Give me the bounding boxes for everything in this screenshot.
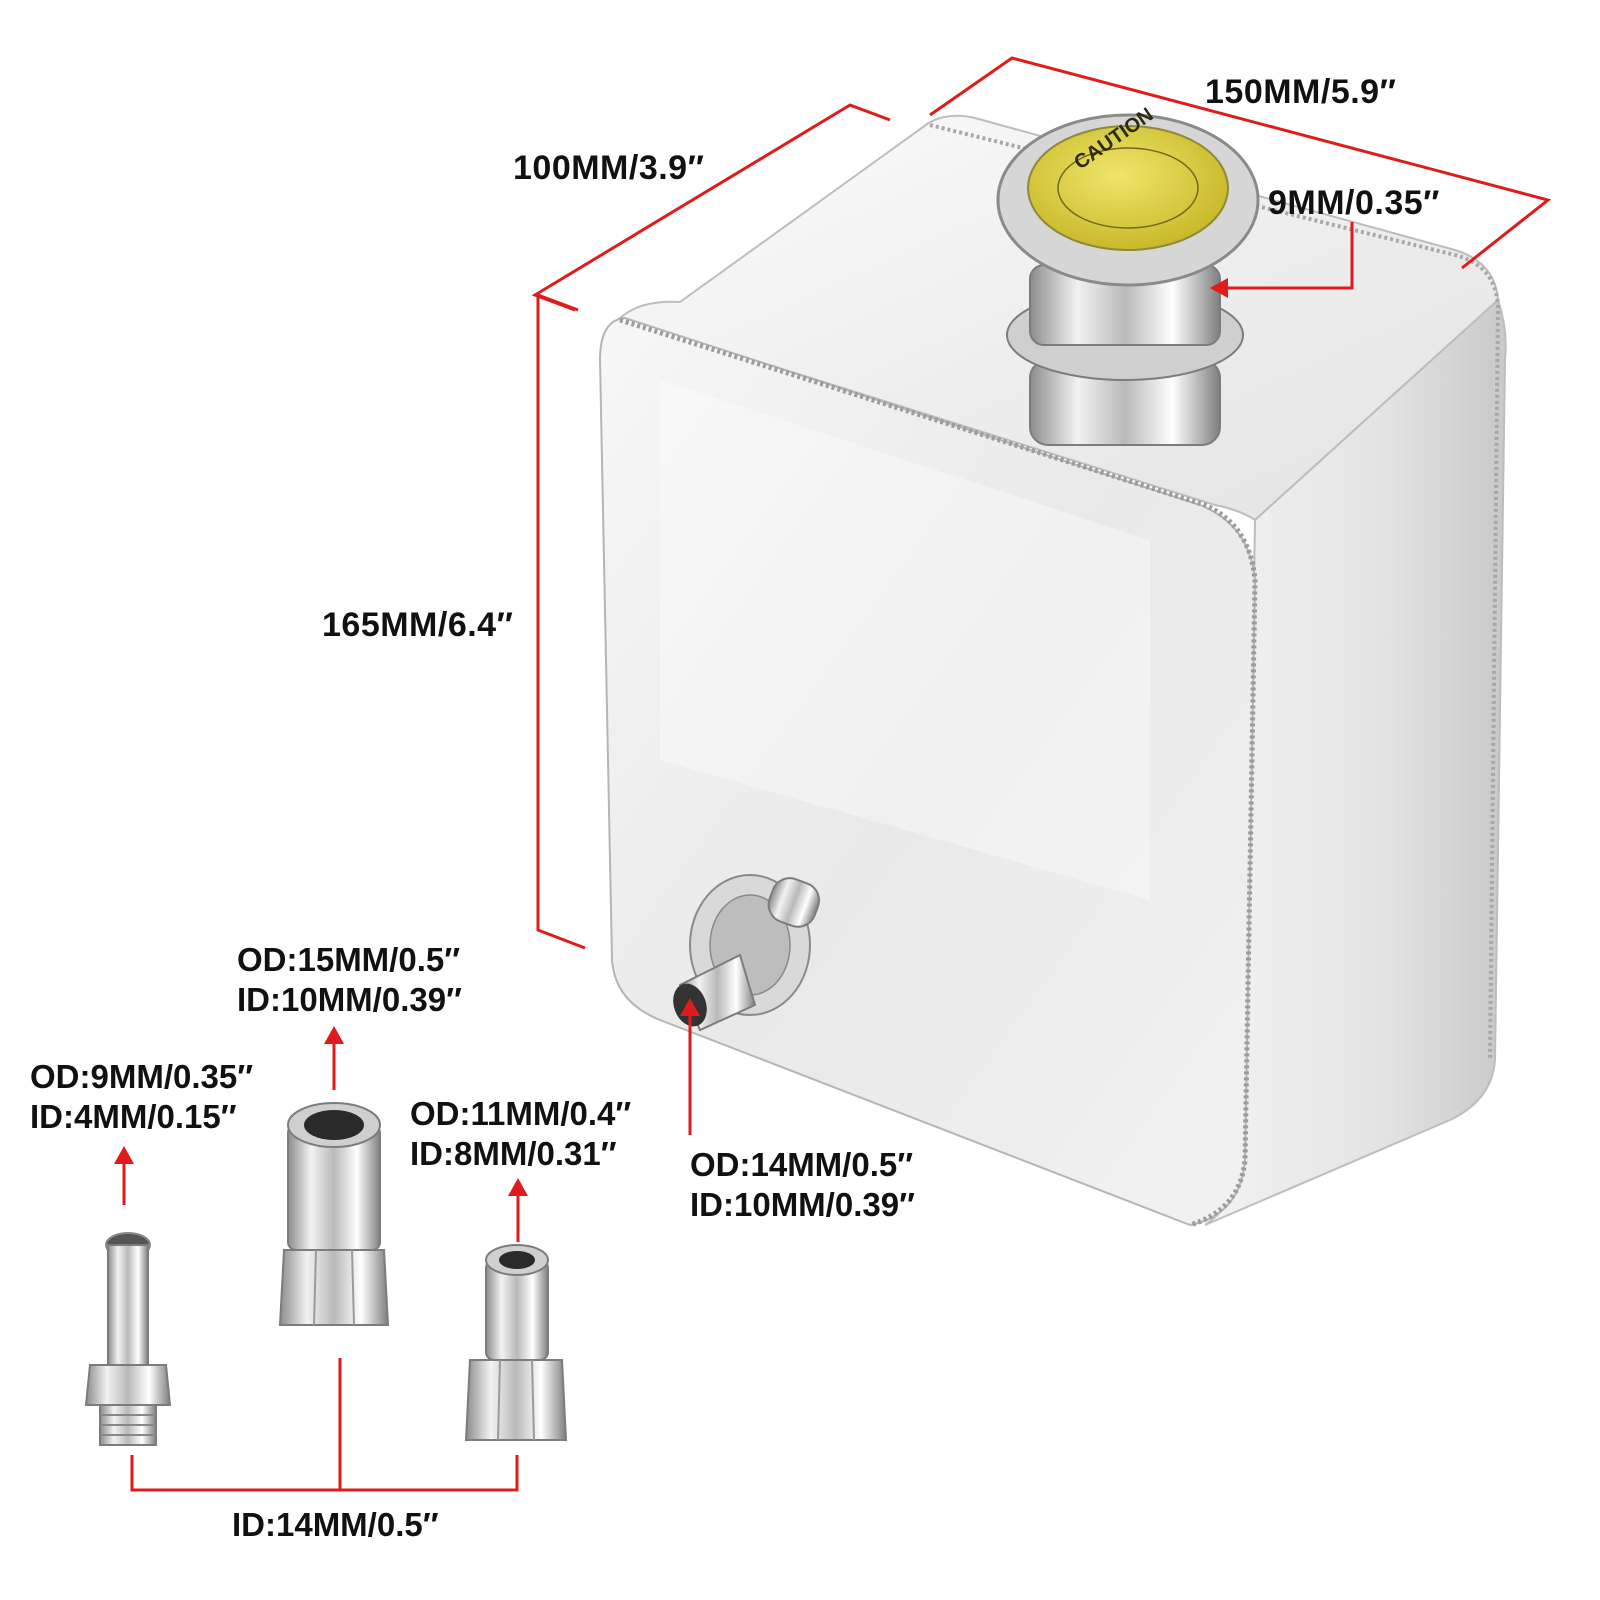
cap-port-leader	[1222, 222, 1354, 290]
small-fitting-spec: OD:9MM/0.35″ ID:4MM/0.15″	[30, 1057, 253, 1137]
tank-weld-seam	[619, 317, 1258, 1228]
height-label: 165MM/6.4″	[322, 606, 514, 644]
large-fitting-spec: OD:15MM/0.5″ ID:10MM/0.39″	[237, 940, 462, 1020]
fitting-medium	[464, 1244, 568, 1441]
fitting-small	[84, 1232, 172, 1446]
large-fitting-arrowhead	[324, 1026, 344, 1044]
depth-label: 100MM/3.9″	[513, 149, 705, 187]
tank-weld-seam-top	[929, 123, 1501, 1061]
small-fitting-arrowhead	[114, 1146, 134, 1164]
tank-outlet-fitting	[673, 874, 821, 1032]
medium-fitting-od: OD:11MM/0.4″	[410, 1095, 632, 1132]
large-fitting-od: OD:15MM/0.5″	[237, 941, 461, 978]
dimension-arrowheads	[114, 278, 1228, 1196]
fitting-large	[278, 1102, 390, 1326]
cap-port-label: 9MM/0.35″	[1268, 184, 1440, 222]
medium-fitting-id: ID:8MM/0.31″	[410, 1135, 617, 1172]
medium-fitting-arrowhead	[508, 1178, 528, 1196]
radiator-cap: CAUTION	[996, 104, 1260, 446]
medium-fitting-spec: OD:11MM/0.4″ ID:8MM/0.31″	[410, 1094, 631, 1174]
outlet-od: OD:14MM/0.5″	[690, 1146, 914, 1183]
large-fitting-id: ID:10MM/0.39″	[237, 981, 462, 1018]
thread-spec: ID:14MM/0.5″	[232, 1506, 439, 1543]
outlet-arrowhead	[680, 998, 700, 1016]
small-fitting-od: OD:9MM/0.35″	[30, 1058, 254, 1095]
dimension-lines	[122, 56, 1552, 1492]
outlet-id: ID:10MM/0.39″	[690, 1186, 915, 1223]
width-label: 150MM/5.9″	[1205, 73, 1397, 111]
thread-bracket	[130, 1455, 519, 1492]
width-dimension-line	[929, 56, 1552, 270]
cap-port-arrowhead	[1210, 278, 1228, 298]
small-fitting-id: ID:4MM/0.15″	[30, 1098, 237, 1135]
outlet-spec: OD:14MM/0.5″ ID:10MM/0.39″	[690, 1145, 915, 1225]
height-dimension-line	[536, 292, 586, 950]
